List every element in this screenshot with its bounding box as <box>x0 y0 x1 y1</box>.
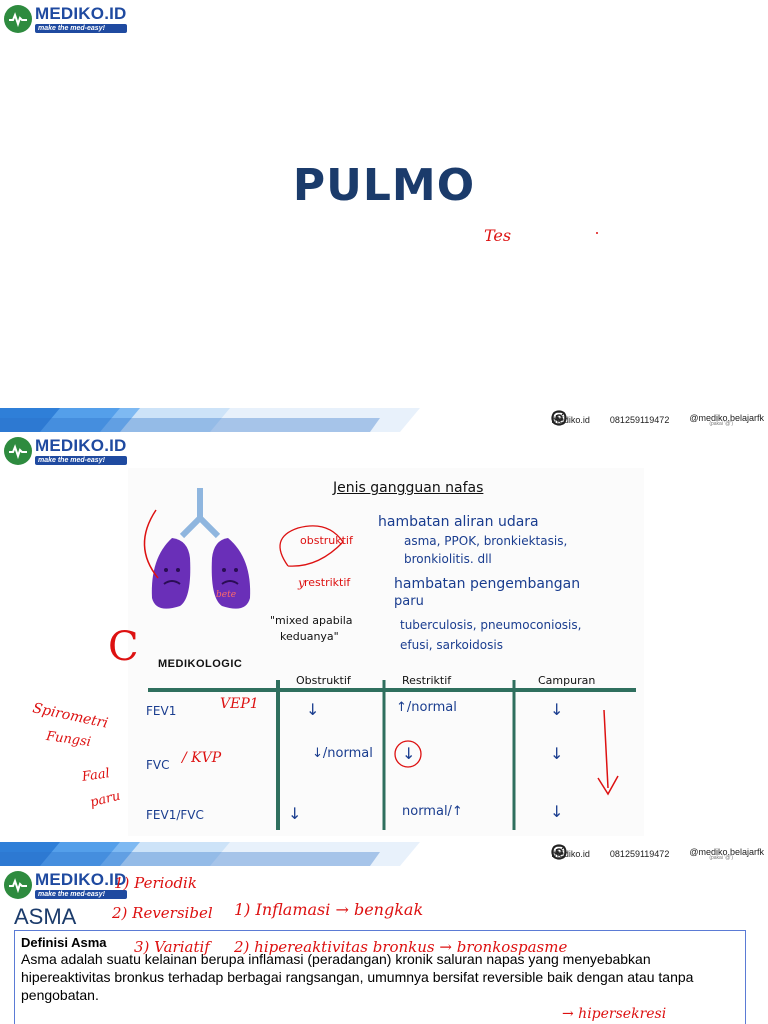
contact-text: 081259119472 <box>609 849 670 859</box>
contact-whatsapp[interactable]: 081259119472 <box>552 410 670 426</box>
lung-label: bete <box>216 590 237 600</box>
contact-text: 081259119472 <box>609 415 670 425</box>
note-variatif: 3) Variatif <box>134 938 210 956</box>
definition-body: Asma adalah suatu kelainan berupa inflam… <box>21 951 694 1004</box>
cell-fev1fvc-obstruktif: ↓ <box>288 804 302 823</box>
red-dot <box>596 232 598 234</box>
handwritten-note: Tes <box>484 226 512 245</box>
label-restriktif: restriktif <box>304 576 351 589</box>
diagram-heading: Jenis gangguan nafas <box>333 480 484 496</box>
note-kvp: / KVP <box>182 750 222 766</box>
contact-whatsapp[interactable]: 081259119472 <box>552 844 670 860</box>
restriktif-desc: hambatan pengembangan <box>394 576 581 592</box>
note-c: C <box>108 624 139 670</box>
note-periodik: 1) Periodik <box>114 874 197 892</box>
svg-text:LINE: LINE <box>554 850 564 856</box>
note-reversibel: 2) Reversibel <box>112 904 213 922</box>
slide-jenis-gangguan-nafas: MEDIKO.ID make the med-easy! bete Jenis … <box>0 432 768 866</box>
mediko-logo: MEDIKO.ID make the med-easy! <box>4 3 127 35</box>
whiteboard-notes: bete Jenis gangguan nafas obstruktif res… <box>128 468 644 836</box>
note-y: y <box>298 576 305 590</box>
row-label-fev1-fvc: FEV1/FVC <box>146 808 204 822</box>
note-faal: Faal <box>81 766 111 785</box>
page-title: PULMO <box>292 160 476 211</box>
cell-fvc-restriktif: ↓ <box>402 744 416 763</box>
note-hipersekresi: → hipersekresi <box>562 1006 667 1022</box>
obstruktif-list-cont: bronkiolitis. dll <box>404 552 492 566</box>
stethoscope-heart-icon <box>4 871 32 899</box>
note-inflamasi: 1) Inflamasi → bengkak <box>234 900 424 919</box>
brand-name: MEDIKO.ID <box>35 436 127 455</box>
mixed-note: "mixed apabila <box>270 614 353 627</box>
restriktif-desc-cont: paru <box>394 594 424 609</box>
brand-name: MEDIKO.ID <box>35 870 127 889</box>
mediko-logo: MEDIKO.ID make the med-easy! <box>4 435 127 467</box>
table-header-obstruktif: Obstruktif <box>296 674 351 687</box>
stethoscope-heart-icon <box>4 437 32 465</box>
contact-line[interactable]: LINE @mediko.belajarfk(pakai '@') <box>551 410 764 427</box>
restriktif-list: tuberculosis, pneumoconiosis, <box>400 618 582 632</box>
slide-asma: MEDIKO.ID make the med-easy! ASMA 1) Per… <box>0 866 768 1024</box>
cell-fvc-obstruktif: ↓/normal <box>312 746 373 761</box>
brand-tagline: make the med-easy! <box>35 24 127 33</box>
cell-fev1fvc-campuran: ↓ <box>550 802 564 821</box>
table-header-campuran: Campuran <box>538 674 596 687</box>
table-header-restriktif: Restriktif <box>402 674 452 687</box>
slide-pulmo-title: MEDIKO.ID make the med-easy! PULMO Tes m… <box>0 0 768 432</box>
stethoscope-heart-icon <box>4 5 32 33</box>
note-hipereaktivitas: 2) hipereaktivitas bronkus → bronkospasm… <box>234 938 568 956</box>
svg-text:LINE: LINE <box>554 416 564 422</box>
definition-box: Definisi Asma Asma adalah suatu kelainan… <box>14 930 746 1024</box>
footer-band: mediko.id 081259119472 LINE @mediko.bela… <box>0 408 768 432</box>
obstruktif-desc: hambatan aliran udara <box>378 514 539 530</box>
section-title: ASMA <box>14 904 77 929</box>
contact-text: mediko.id <box>551 415 590 425</box>
brand-tagline: make the med-easy! <box>35 890 127 899</box>
definition-title: Definisi Asma <box>21 935 107 950</box>
note-vep: VEP1 <box>220 696 259 712</box>
line-icon: LINE <box>551 844 568 860</box>
row-label-fvc: FVC <box>146 758 170 772</box>
cell-fev1-restriktif: ↑/normal <box>396 700 457 715</box>
note-fungsi: Fungsi <box>45 728 92 751</box>
note-spirometri: Spirometri <box>31 700 110 732</box>
mediko-logo: MEDIKO.ID make the med-easy! <box>4 869 127 901</box>
contact-text: @mediko.belajarfk <box>689 847 764 857</box>
contact-line[interactable]: LINE @mediko.belajarfk(pakai '@') <box>551 844 764 861</box>
contact-subtext: (pakai '@') <box>709 421 733 427</box>
contact-text: mediko.id <box>551 849 590 859</box>
cell-fev1fvc-restriktif: normal/↑ <box>402 804 463 819</box>
obstruktif-list: asma, PPOK, bronkiektasis, <box>404 534 568 548</box>
mixed-note-cont: keduanya" <box>280 630 339 643</box>
cell-fev1-obstruktif: ↓ <box>306 700 320 719</box>
cell-fvc-campuran: ↓ <box>550 744 564 763</box>
row-label-fev1: FEV1 <box>146 704 177 718</box>
comparison-table-grid <box>143 509 636 830</box>
line-icon: LINE <box>551 410 568 426</box>
restriktif-list-cont: efusi, sarkoidosis <box>400 638 503 652</box>
contact-text: @mediko.belajarfk <box>689 413 764 423</box>
note-paru: paru <box>88 788 123 811</box>
brand-tagline: make the med-easy! <box>35 456 127 465</box>
cell-fev1-campuran: ↓ <box>550 700 564 719</box>
footer-band: mediko.id 081259119472 LINE @mediko.bela… <box>0 842 768 866</box>
medikologic-logo: MEDIKOLOGIC <box>158 658 243 670</box>
contact-subtext: (pakai '@') <box>709 855 733 861</box>
lungs-icon <box>151 488 251 609</box>
brand-name: MEDIKO.ID <box>35 4 127 23</box>
